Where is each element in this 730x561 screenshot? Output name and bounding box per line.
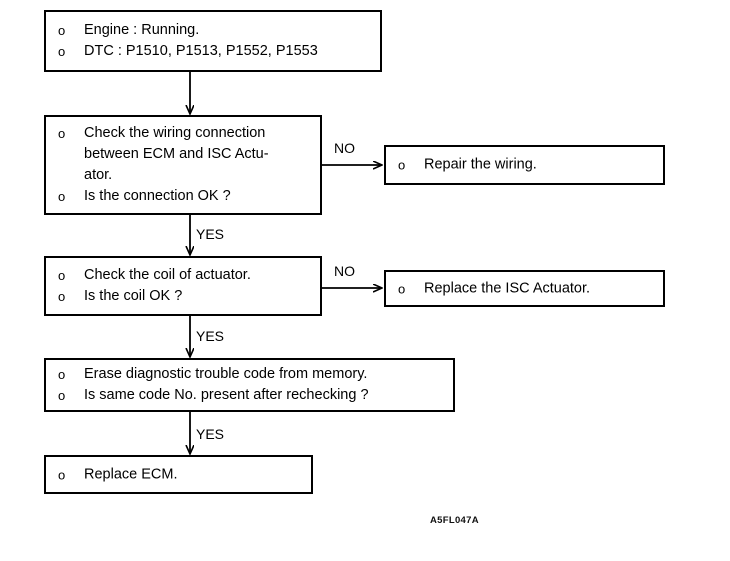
node-line: o Replace ECM. bbox=[58, 464, 305, 485]
node-check-wiring: o Check the wiring connection between EC… bbox=[44, 115, 322, 215]
edge-label-yes-to-coil: YES bbox=[196, 226, 225, 242]
bullet-icon: o bbox=[58, 367, 66, 382]
node-conditions: o Engine : Running. o DTC : P1510, P1513… bbox=[44, 10, 382, 72]
edge-label-no-wiring: NO bbox=[334, 140, 355, 156]
node-line: o Is the connection OK ? bbox=[58, 186, 314, 207]
node-line-text: Is same code No. present after recheckin… bbox=[84, 387, 369, 403]
node-line-text: Engine : Running. bbox=[84, 22, 200, 38]
node-line-text: Is the connection OK ? bbox=[84, 188, 231, 204]
node-line-text: Repair the wiring. bbox=[424, 156, 537, 173]
node-line: o Is the coil OK ? bbox=[58, 286, 314, 307]
edge-label-no-coil: NO bbox=[334, 263, 355, 279]
bullet-icon: o bbox=[58, 23, 66, 38]
node-line: o Engine : Running. bbox=[58, 20, 374, 41]
node-line: o Check the coil of actuator. bbox=[58, 265, 314, 286]
node-line: o DTC : P1510, P1513, P1552, P1553 bbox=[58, 41, 374, 62]
edge-label-yes-to-ecm: YES bbox=[196, 426, 225, 442]
node-repair-wiring: o Repair the wiring. bbox=[384, 145, 665, 185]
node-line-text: Replace the ISC Actuator. bbox=[424, 280, 591, 296]
node-line-text: Check the coil of actuator. bbox=[84, 267, 251, 283]
bullet-icon: o bbox=[58, 467, 66, 482]
node-check-coil: o Check the coil of actuator. o Is the c… bbox=[44, 256, 322, 316]
node-line: o Repair the wiring. bbox=[398, 155, 657, 176]
node-replace-ecm: o Replace ECM. bbox=[44, 455, 313, 494]
node-line: o Replace the ISC Actuator. bbox=[398, 278, 657, 299]
bullet-icon: o bbox=[398, 281, 406, 296]
node-replace-actuator: o Replace the ISC Actuator. bbox=[384, 270, 665, 307]
bullet-icon: o bbox=[58, 189, 66, 204]
bullet-icon: o bbox=[398, 157, 406, 173]
node-erase-code: o Erase diagnostic trouble code from mem… bbox=[44, 358, 455, 412]
figure-code: A5FL047A bbox=[430, 515, 479, 526]
node-line-text: Erase diagnostic trouble code from memor… bbox=[84, 366, 368, 382]
node-line-text: Is the coil OK ? bbox=[84, 288, 183, 304]
node-line-text: DTC : P1510, P1513, P1552, P1553 bbox=[84, 43, 318, 59]
bullet-icon: o bbox=[58, 289, 66, 304]
node-line-text: Replace ECM. bbox=[84, 466, 178, 482]
bullet-icon: o bbox=[58, 44, 66, 59]
bullet-icon: o bbox=[58, 268, 66, 283]
bullet-icon: o bbox=[58, 126, 66, 141]
bullet-icon: o bbox=[58, 388, 66, 403]
node-line-text: Check the wiring connection between ECM … bbox=[84, 125, 269, 183]
node-line: o Erase diagnostic trouble code from mem… bbox=[58, 364, 447, 385]
node-line: o Check the wiring connection between EC… bbox=[58, 123, 314, 186]
node-line: o Is same code No. present after recheck… bbox=[58, 385, 447, 406]
edge-label-yes-to-erase: YES bbox=[196, 328, 225, 344]
